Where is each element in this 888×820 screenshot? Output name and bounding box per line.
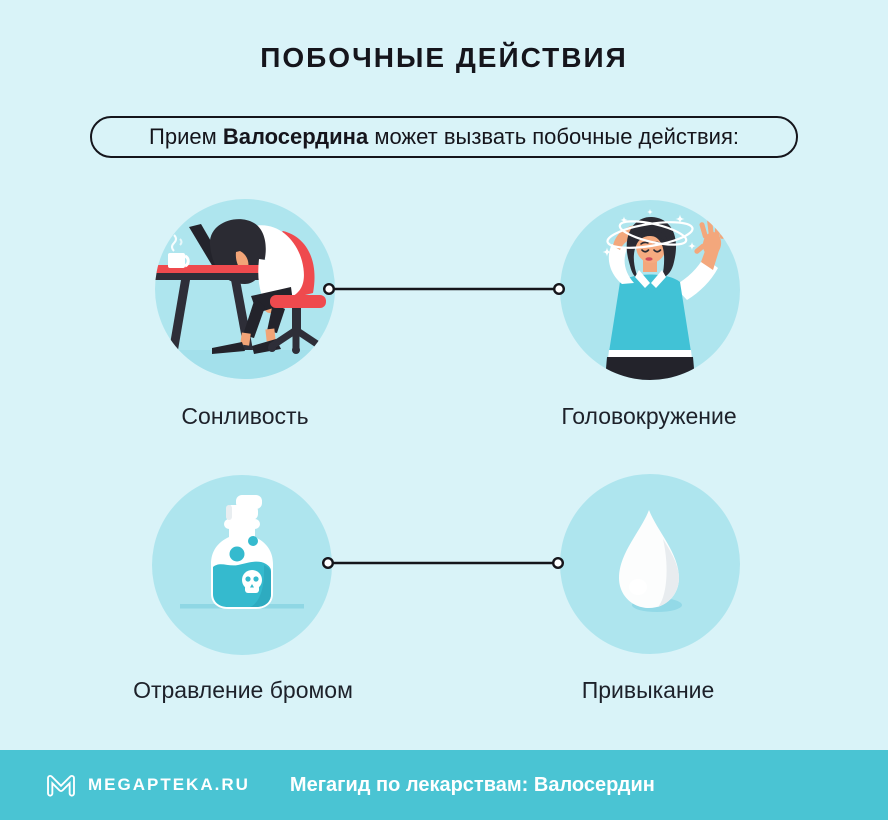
connector-line-top <box>322 282 565 296</box>
effect-label-drowsiness: Сонливость <box>181 403 309 429</box>
effect-drowsiness <box>155 199 335 379</box>
footer-tagline: Мегагид по лекарствам: Валосердин <box>289 773 655 796</box>
effect-label-habituation: Привыкание <box>581 677 715 703</box>
connector-line-bottom <box>321 556 564 570</box>
page-title: ПОБОЧНЫЕ ДЕЙСТВИЯ <box>260 42 628 73</box>
dizzy-person-icon <box>560 200 740 380</box>
effect-dizziness <box>560 200 740 380</box>
footer: MEGAPTEKA.RU Мегагид по лекарствам: Вало… <box>0 750 888 820</box>
megapteka-logo-icon <box>47 774 75 797</box>
callout-pill: Прием Валосердина может вызвать побочные… <box>90 116 798 158</box>
brand-name: MEGAPTEKA.RU <box>88 775 250 794</box>
liquid-drop-icon <box>560 474 740 654</box>
poison-bottle-icon <box>152 475 332 655</box>
effect-label-dizziness: Головокружение <box>561 403 737 429</box>
sleeping-at-desk-icon <box>155 199 335 379</box>
skull-icon <box>242 570 262 593</box>
callout-prefix: Прием <box>149 124 217 149</box>
effect-bromine-poisoning <box>152 475 332 655</box>
effect-label-bromine-poisoning: Отравление бромом <box>133 677 353 703</box>
callout-suffix: может вызвать побочные действия: <box>374 124 739 149</box>
effect-habituation <box>560 474 740 654</box>
drug-name: Валосердина <box>222 124 369 149</box>
